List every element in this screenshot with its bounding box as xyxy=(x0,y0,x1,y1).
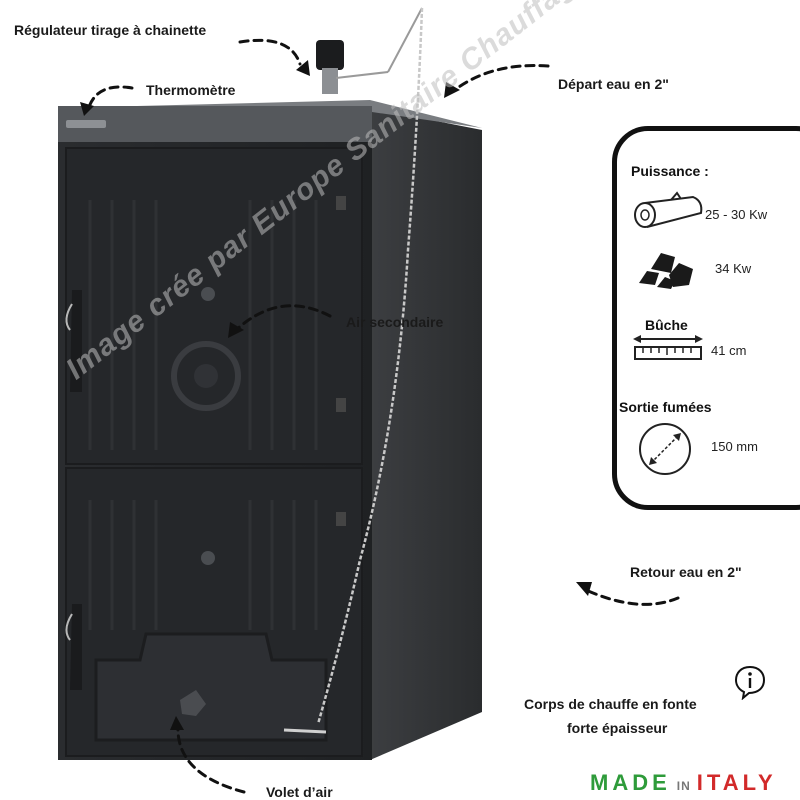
air-flap-plate xyxy=(94,632,328,742)
arrow-icon xyxy=(584,588,680,606)
label-air-flap: Volet d’air xyxy=(266,784,333,800)
air-flap-knob xyxy=(180,690,206,716)
ruler-icon xyxy=(633,335,703,360)
label-body-line2: forte épaisseur xyxy=(567,720,668,736)
spec-flue-title: Sortie fumées xyxy=(619,399,712,415)
log-icon xyxy=(634,191,703,228)
label-body-line1: Corps de chauffe en fonte xyxy=(524,696,697,712)
upper-door xyxy=(65,147,363,465)
arrow-icon xyxy=(450,64,550,94)
upper-door-handle xyxy=(70,290,82,392)
lower-door-ribs xyxy=(88,500,318,630)
lower-door-knob xyxy=(201,551,215,565)
label-regulator: Régulateur tirage à chainette xyxy=(14,22,207,38)
label-water-out: Départ eau en 2" xyxy=(558,76,669,92)
arrow-icon xyxy=(238,38,302,66)
spec-log-title: Bûche xyxy=(645,317,688,333)
flue-circle-icon xyxy=(639,423,691,475)
secondary-air-rosette xyxy=(171,341,241,411)
boiler-top-band xyxy=(58,106,372,142)
arrow-icon xyxy=(234,304,332,332)
upper-door-ribs xyxy=(88,200,318,450)
label-water-return: Retour eau en 2" xyxy=(630,564,742,580)
spec-coal-power: 34 Kw xyxy=(715,261,752,276)
lower-door-handle xyxy=(70,604,82,690)
arrow-icon xyxy=(176,724,246,794)
spec-power-title: Puissance : xyxy=(631,163,709,179)
in-text: IN xyxy=(676,779,691,793)
spec-log-length: 41 cm xyxy=(711,343,747,358)
spec-wood-power: 25 - 30 Kw xyxy=(705,207,768,222)
regulator-chain xyxy=(316,7,424,725)
regulator-knob xyxy=(316,40,344,70)
label-thermometer: Thermomètre xyxy=(146,82,236,98)
made-in-italy-badge: MADE IN ITALY xyxy=(590,770,777,796)
info-icon xyxy=(734,665,766,700)
italy-text: ITALY xyxy=(696,770,777,795)
upper-door-knob xyxy=(201,287,215,301)
label-secondary-air: Air secondaire xyxy=(346,314,444,330)
made-text: MADE xyxy=(590,770,671,795)
thermometer-plate xyxy=(66,120,106,128)
boiler-side-panel xyxy=(370,108,482,760)
spec-flue-diameter: 150 mm xyxy=(711,439,758,454)
spec-card: Puissance : 25 - 30 Kw 34 Kw Bûche 41 cm… xyxy=(612,126,800,510)
coal-icon xyxy=(639,253,693,289)
